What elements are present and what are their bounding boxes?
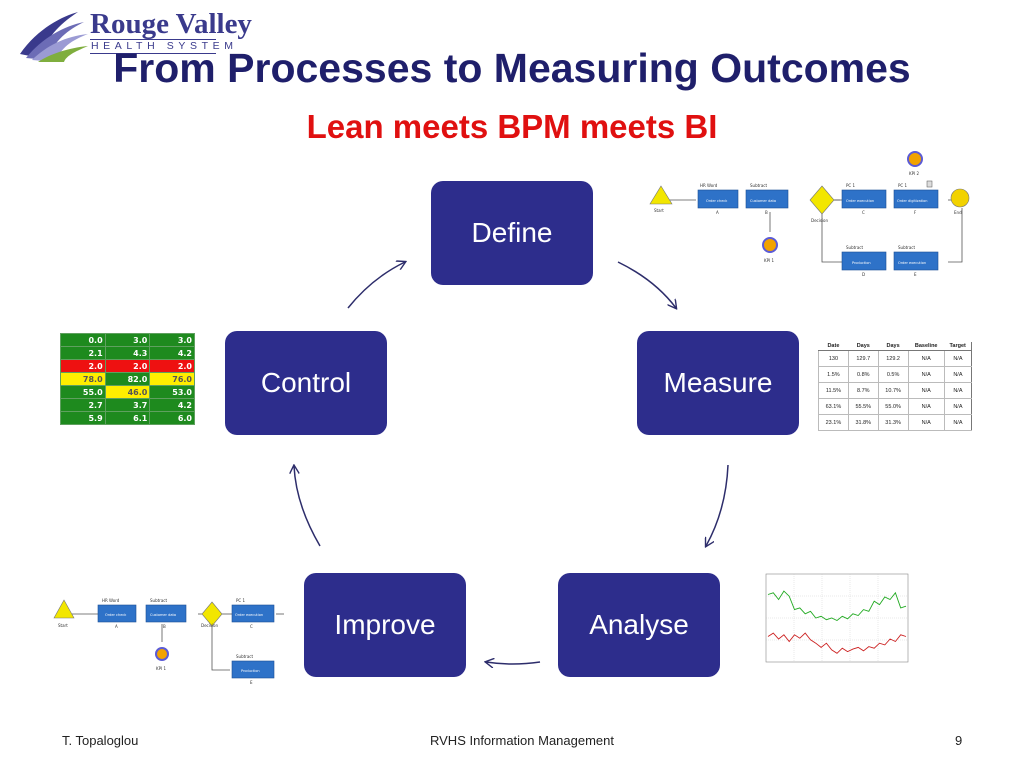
stage-measure: Measure <box>637 331 799 435</box>
bpmn-lane-label: Subtract <box>150 598 167 603</box>
bpmn-kpi-label: KPI 1 <box>764 258 774 263</box>
bpmn-lane-label: Subtract <box>750 183 767 188</box>
logo-divider-bottom <box>90 53 216 54</box>
document-icon <box>926 180 933 188</box>
bpmn-letter: D <box>862 272 865 277</box>
bpmn-task-label: Order digitization <box>897 199 927 203</box>
slide-title: From Processes to Measuring Outcomes <box>113 45 911 91</box>
bpmn-letter: E <box>914 272 917 277</box>
footer-org: RVHS Information Management <box>429 733 615 748</box>
bpmn-lane-label: Subtract <box>898 245 915 250</box>
bpmn-letter: C <box>250 624 253 629</box>
bpmn-lane-label: HR Word <box>102 598 120 603</box>
footer-author: T. Topaloglou <box>62 733 139 748</box>
arrow-control-to-define <box>347 262 405 309</box>
bpmn-kpi-label: KPI 1 <box>156 666 166 671</box>
bpmn-lane-label: PC 1 <box>898 183 907 188</box>
bpmn-start-label: Start <box>654 208 664 213</box>
bpmn-task-label: Order check <box>706 199 728 203</box>
logo-divider-top <box>90 39 216 40</box>
bpmn-letter: C <box>862 210 865 215</box>
kpi-1-icon <box>155 647 169 661</box>
bpmn-end-label: End <box>954 210 962 215</box>
bpmn-letter: B <box>163 624 166 629</box>
stage-analyse: Analyse <box>558 573 720 677</box>
kpi-2-icon <box>907 151 923 167</box>
bpmn-start-label: Start <box>58 623 68 628</box>
arrow-analyse-to-improve <box>486 662 541 664</box>
decision-gateway <box>809 185 835 215</box>
slide-number: 9 <box>955 733 963 748</box>
bpmn-task-label: Order execution <box>235 613 263 617</box>
bpmn-task-label: Production <box>852 261 871 265</box>
stage-improve: Improve <box>304 573 466 677</box>
end-event-circle <box>950 188 970 208</box>
slide-subtitle: Lean meets BPM meets BI <box>306 108 718 145</box>
chart-series-layer <box>767 590 907 654</box>
logo-name: Rouge Valley <box>90 8 252 40</box>
bpmn-letter: E <box>250 680 253 685</box>
bpmn-letter: A <box>716 210 719 215</box>
bpmn-task-label: Customer data <box>150 613 176 617</box>
analysis-line-chart <box>765 573 909 663</box>
arrow-measure-to-analyse <box>706 464 729 546</box>
stage-control: Control <box>225 331 387 435</box>
chart-series-green-line <box>767 590 907 622</box>
bpmn-lane-label: Subtract <box>236 654 253 659</box>
kpi-1-icon <box>762 237 778 253</box>
bpmn-diagram-bottom: Start HR Word Order check A Subtract Cus… <box>53 598 284 685</box>
logo-tagline: HEALTH SYSTEM <box>91 40 238 52</box>
arrow-define-to-measure <box>617 261 676 308</box>
stage-define: Define <box>431 181 593 285</box>
start-event-triangle <box>53 599 75 619</box>
bpmn-task-label: Order execution <box>846 199 874 203</box>
bpmn-lane-label: HR Word <box>700 183 718 188</box>
bpmn-diagram-top: Start HR Word Order check A Subtract Cus… <box>649 151 970 277</box>
arrow-improve-to-control <box>294 466 321 547</box>
decision-gateway <box>201 601 223 627</box>
bpmn-letter: A <box>115 624 118 629</box>
bpmn-lane-label: Subtract <box>846 245 863 250</box>
bpmn-decision-label: Decision <box>201 623 218 628</box>
bpmn-letter: F <box>914 210 917 215</box>
bpmn-decision-label: Decision <box>811 218 828 223</box>
chart-series-red-line <box>767 632 907 654</box>
bpmn-task-label: Production <box>241 669 260 673</box>
bpmn-kpi-label: KPI 2 <box>909 171 919 176</box>
start-event-triangle <box>649 185 673 205</box>
bpmn-task-label: Order check <box>105 613 127 617</box>
bpmn-lane-label: PC 1 <box>846 183 855 188</box>
bpmn-task-label: Order execution <box>898 261 926 265</box>
bpmn-lane-label: PC 1 <box>236 598 245 603</box>
bpmn-letter: B <box>765 210 768 215</box>
logo-mark <box>20 12 88 62</box>
bpmn-task-label: Customer data <box>750 199 776 203</box>
